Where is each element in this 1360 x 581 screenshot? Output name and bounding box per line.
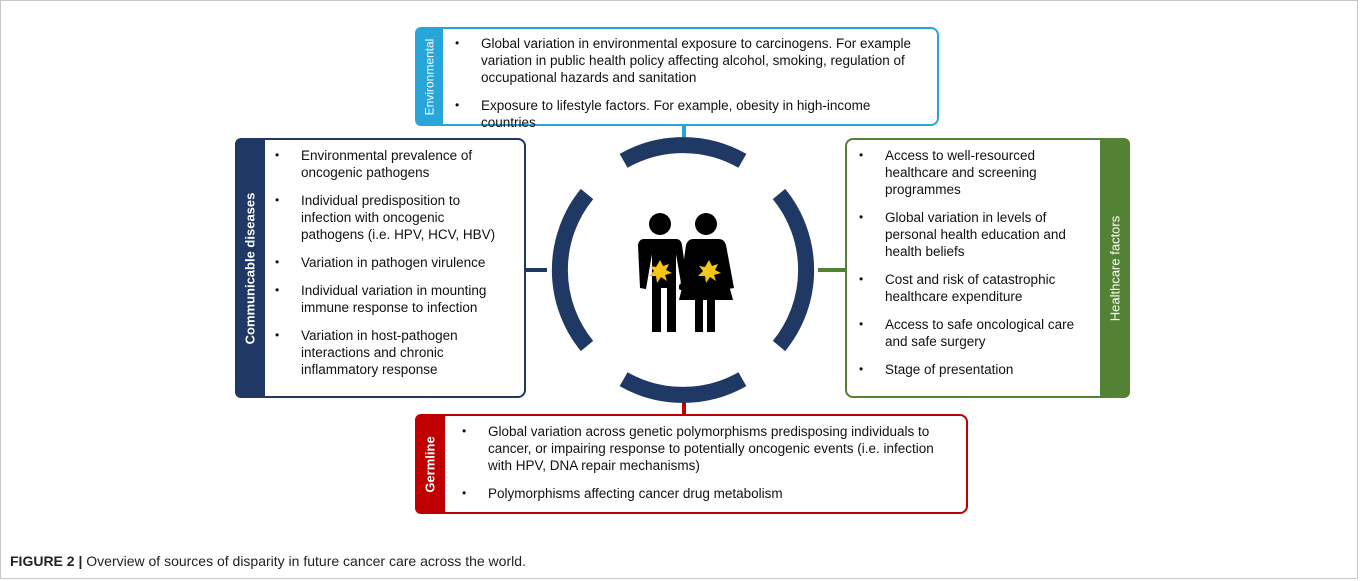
environmental-list: Global variation in environmental exposu…: [455, 35, 925, 142]
connector-healthcare: [818, 268, 846, 272]
list-item: Variation in host-pathogen interactions …: [275, 327, 510, 378]
list-item: Polymorphisms affecting cancer drug meta…: [462, 485, 957, 502]
list-item: Cost and risk of catastrophic healthcare…: [859, 271, 1087, 305]
ring-arc-right: [772, 188, 815, 352]
healthcare-box: Access to well-resourced healthcare and …: [845, 138, 1130, 398]
cancer-burst-icon: [649, 260, 721, 283]
communicable-box: Communicable diseases Environmental prev…: [235, 138, 526, 398]
list-item: Global variation in environmental exposu…: [455, 35, 925, 86]
caption-label: FIGURE 2 |: [10, 553, 83, 569]
people-with-cancer-icon: [638, 213, 734, 332]
figure-caption: FIGURE 2 | Overview of sources of dispar…: [10, 553, 526, 569]
germline-label: Germline: [415, 414, 445, 514]
environmental-box: Environmental Global variation in enviro…: [415, 27, 939, 130]
environmental-label: Environmental: [415, 27, 443, 126]
germline-list: Global variation across genetic polymorp…: [462, 423, 957, 513]
list-item: Access to well-resourced healthcare and …: [859, 147, 1087, 198]
ring-arc-left: [551, 188, 594, 352]
list-item: Environmental prevalence of oncogenic pa…: [275, 147, 510, 181]
communicable-list: Environmental prevalence of oncogenic pa…: [275, 147, 510, 389]
list-item: Global variation across genetic polymorp…: [462, 423, 957, 474]
list-item: Global variation in levels of personal h…: [859, 209, 1087, 260]
healthcare-list: Access to well-resourced healthcare and …: [859, 147, 1087, 389]
communicable-label: Communicable diseases: [235, 138, 265, 398]
list-item: Access to safe oncological care and safe…: [859, 316, 1087, 350]
caption-text: Overview of sources of disparity in futu…: [82, 553, 526, 569]
germline-box: Germline Global variation across genetic…: [415, 414, 968, 514]
list-item: Stage of presentation: [859, 361, 1087, 378]
list-item: Variation in pathogen virulence: [275, 254, 510, 271]
ring-arc-top: [619, 137, 747, 168]
ring-arc-bottom: [619, 372, 747, 403]
connector-communicable: [525, 268, 547, 272]
healthcare-label: Healthcare factors: [1100, 138, 1130, 398]
connector-germline: [682, 397, 686, 415]
connector-environmental: [682, 125, 686, 143]
list-item: Individual variation in mounting immune …: [275, 282, 510, 316]
list-item: Individual predisposition to infection w…: [275, 192, 510, 243]
list-item: Exposure to lifestyle factors. For examp…: [455, 97, 925, 131]
center-ring: [551, 137, 815, 403]
